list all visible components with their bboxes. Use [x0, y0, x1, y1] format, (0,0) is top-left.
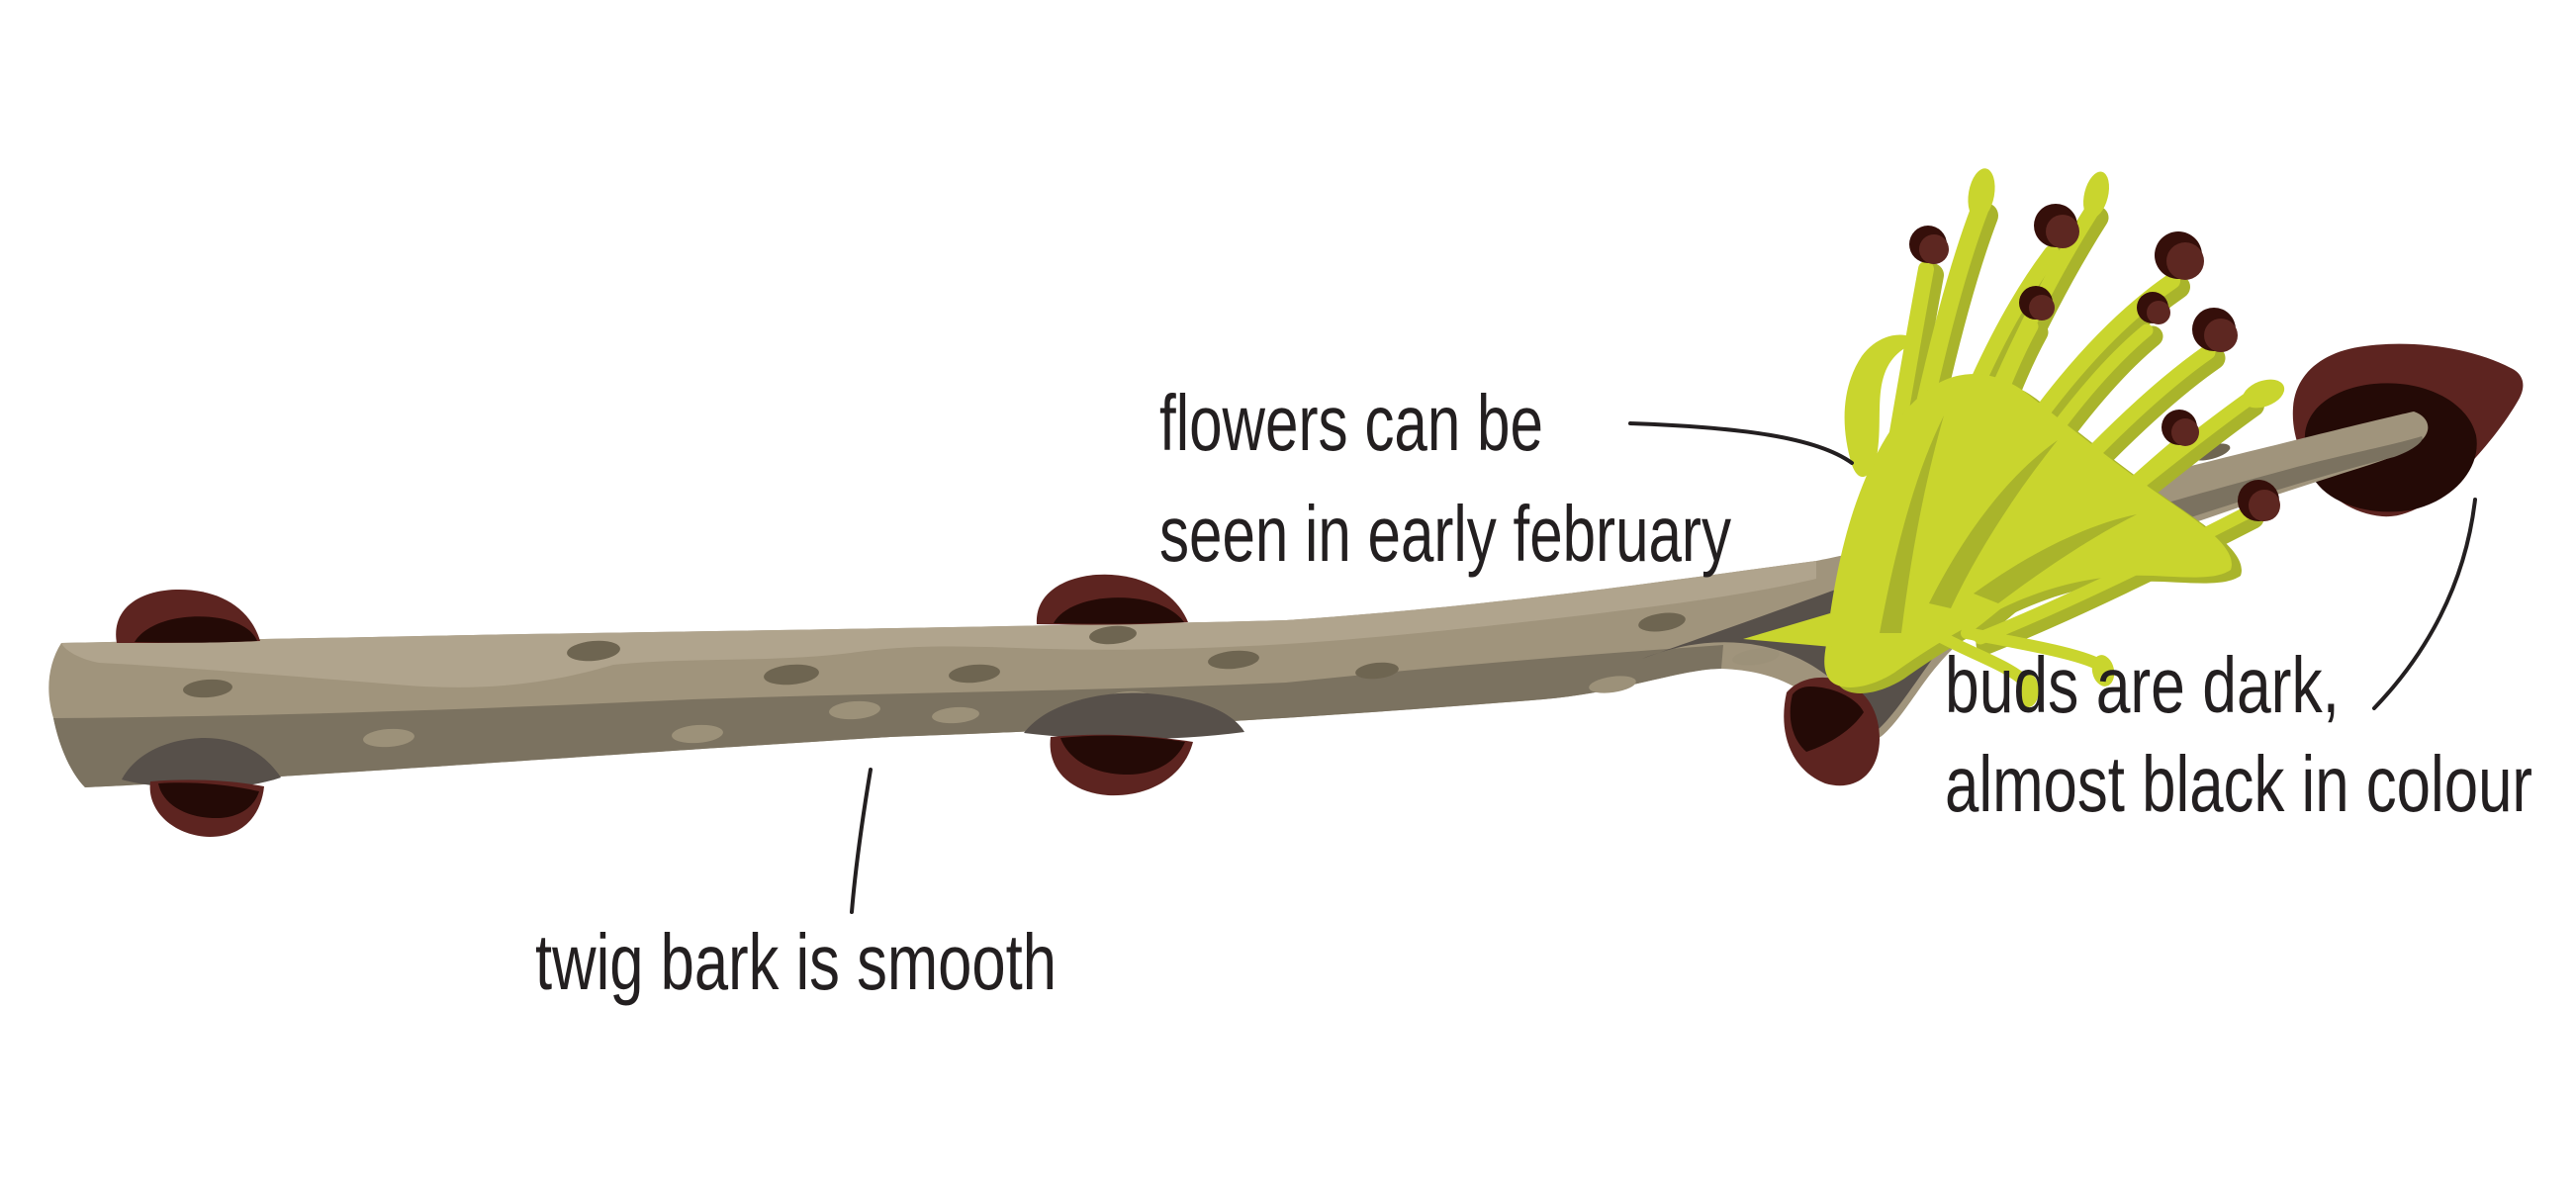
flower-stalk-shadow — [1976, 507, 2264, 655]
bark-label-line1: twig bark is smooth — [535, 918, 1057, 1006]
lateral-buds — [116, 574, 1880, 837]
lenticel — [949, 664, 1000, 684]
anther-ball — [2034, 204, 2079, 248]
anther-ball — [1909, 226, 1949, 264]
flower-base-spur — [1743, 613, 1832, 647]
flower-veins — [1880, 415, 2137, 633]
twig-underside — [53, 645, 1723, 787]
lenticel — [1089, 625, 1137, 645]
bud-notch-middle — [1024, 692, 1244, 740]
flower-curl — [1844, 334, 1921, 478]
flower-stalk — [1974, 505, 2254, 645]
lateral-bud-junction-inner — [1790, 687, 1864, 752]
lenticel — [183, 679, 232, 698]
flower-base — [1824, 374, 2232, 687]
anther-ball-light — [2171, 418, 2199, 446]
leader-line-bark — [850, 768, 873, 914]
flower-vein — [1929, 440, 2058, 608]
anther-ball-light — [2166, 242, 2204, 280]
flower-stalk-tip — [2091, 655, 2115, 687]
lenticel — [829, 700, 880, 720]
anther-ball — [2155, 231, 2204, 280]
anther-balls — [1909, 204, 2280, 521]
lenticels — [183, 443, 2231, 698]
lenticel — [1638, 612, 1686, 632]
anther-ball — [2137, 292, 2170, 324]
flower-cluster — [1743, 168, 2285, 707]
bud-notch-left — [122, 738, 281, 789]
flower-stalk-tip — [1968, 168, 1995, 220]
leader-line-buds — [2372, 498, 2477, 710]
buds-label-line2: almost black in colour — [1945, 740, 2532, 828]
anther-ball — [2192, 308, 2238, 352]
lateral-bud-lower-middle-inner — [1060, 735, 1185, 776]
lenticel — [764, 664, 819, 686]
twig-top-highlight — [61, 561, 1816, 687]
lenticel — [932, 706, 979, 724]
buds-label-line1: buds are dark, — [1945, 641, 2340, 729]
anther-ball-light — [1919, 234, 1949, 264]
lenticel — [672, 724, 723, 744]
flowers-label-line2: seen in early february — [1159, 490, 1731, 578]
lenticel — [567, 640, 620, 662]
anther-ball-light — [2249, 490, 2280, 521]
lenticel — [1355, 662, 1399, 680]
leader-lines — [850, 421, 2477, 914]
lenticel — [1208, 650, 1259, 670]
lenticel — [1732, 648, 1780, 666]
twig-underside-right — [1965, 436, 2423, 597]
flower-stalk — [1961, 627, 2105, 671]
anther-ball — [2162, 410, 2199, 446]
anther-ball-light — [2147, 301, 2170, 324]
flower-vein — [1880, 415, 1944, 633]
leader-line-flowers — [1628, 421, 1854, 465]
flowers-label-line1: flowers can be — [1159, 379, 1543, 467]
lateral-bud-upper-middle-inner — [1054, 597, 1184, 624]
flower-stalk-tips — [1968, 168, 2285, 707]
flower-vein — [1974, 514, 2137, 603]
flower-stalk-tip — [2017, 674, 2039, 707]
anther-ball-light — [2046, 215, 2079, 248]
flower-stalk-tip — [2082, 171, 2110, 219]
lenticel — [363, 728, 414, 748]
flower-stalk-tip — [2242, 379, 2285, 409]
lenticel — [1589, 676, 1636, 693]
anther-ball-light — [2204, 319, 2238, 352]
annotation-labels: flowers can be seen in early february bu… — [535, 379, 2532, 1006]
lateral-bud-lower-left-inner — [158, 782, 259, 819]
anther-ball — [2019, 286, 2055, 320]
anther-ball-light — [2029, 295, 2055, 320]
anther-ball — [2238, 480, 2280, 521]
lateral-bud-upper-left-inner — [135, 616, 257, 643]
